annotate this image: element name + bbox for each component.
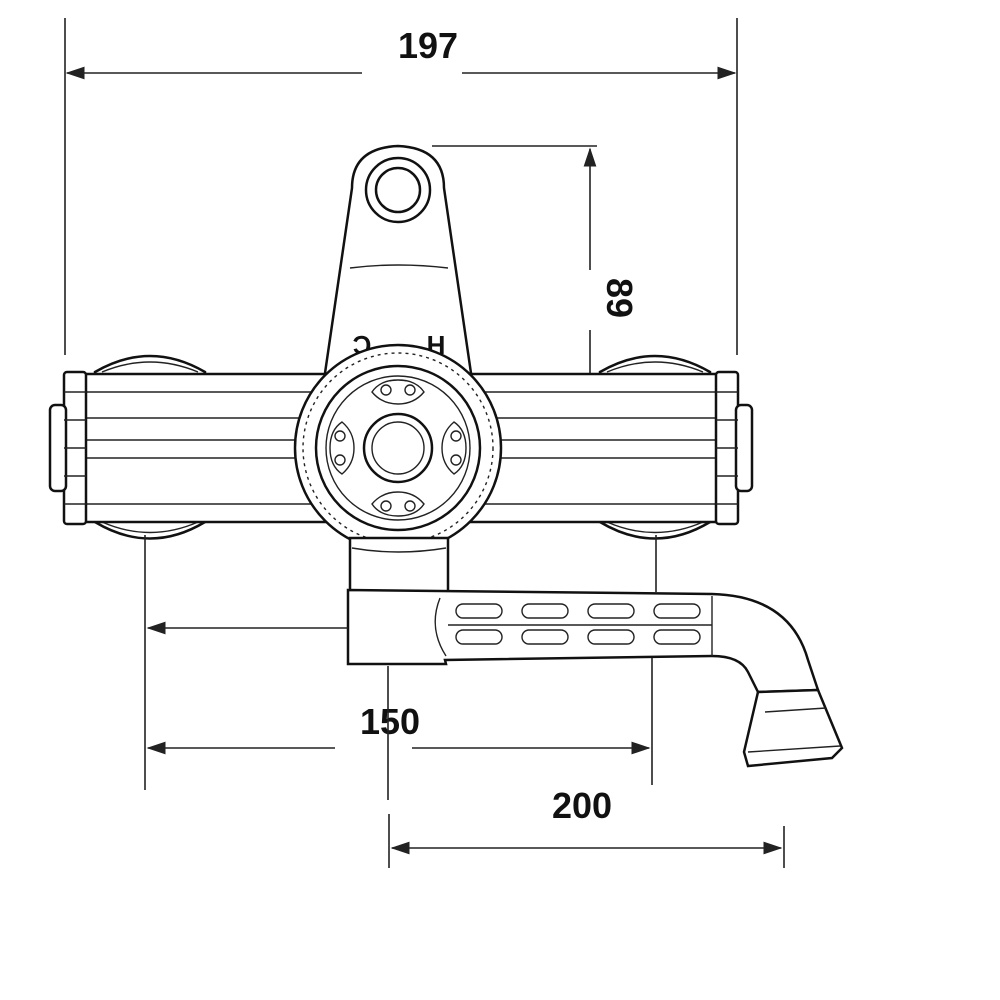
lever-handle: C H bbox=[322, 144, 474, 382]
cartridge-center-ring bbox=[362, 412, 434, 484]
cartridge-cap bbox=[293, 343, 503, 553]
dimension-mount-centers: 150 bbox=[146, 621, 653, 785]
dimension-overall-width: 197 bbox=[64, 18, 738, 355]
handle-height-label: 89 bbox=[599, 278, 640, 318]
dimension-spout-reach: 200 bbox=[387, 666, 785, 868]
spout-reach-label: 200 bbox=[552, 785, 612, 826]
handle-eye-inner bbox=[374, 166, 422, 214]
spout-aerator bbox=[742, 688, 844, 768]
overall-width-label: 197 bbox=[398, 25, 458, 66]
spout bbox=[346, 588, 844, 768]
mount-centers-label: 150 bbox=[360, 701, 420, 742]
spout-neck bbox=[348, 536, 450, 594]
right-inlet-nut bbox=[714, 370, 754, 526]
left-inlet-nut bbox=[48, 370, 88, 526]
